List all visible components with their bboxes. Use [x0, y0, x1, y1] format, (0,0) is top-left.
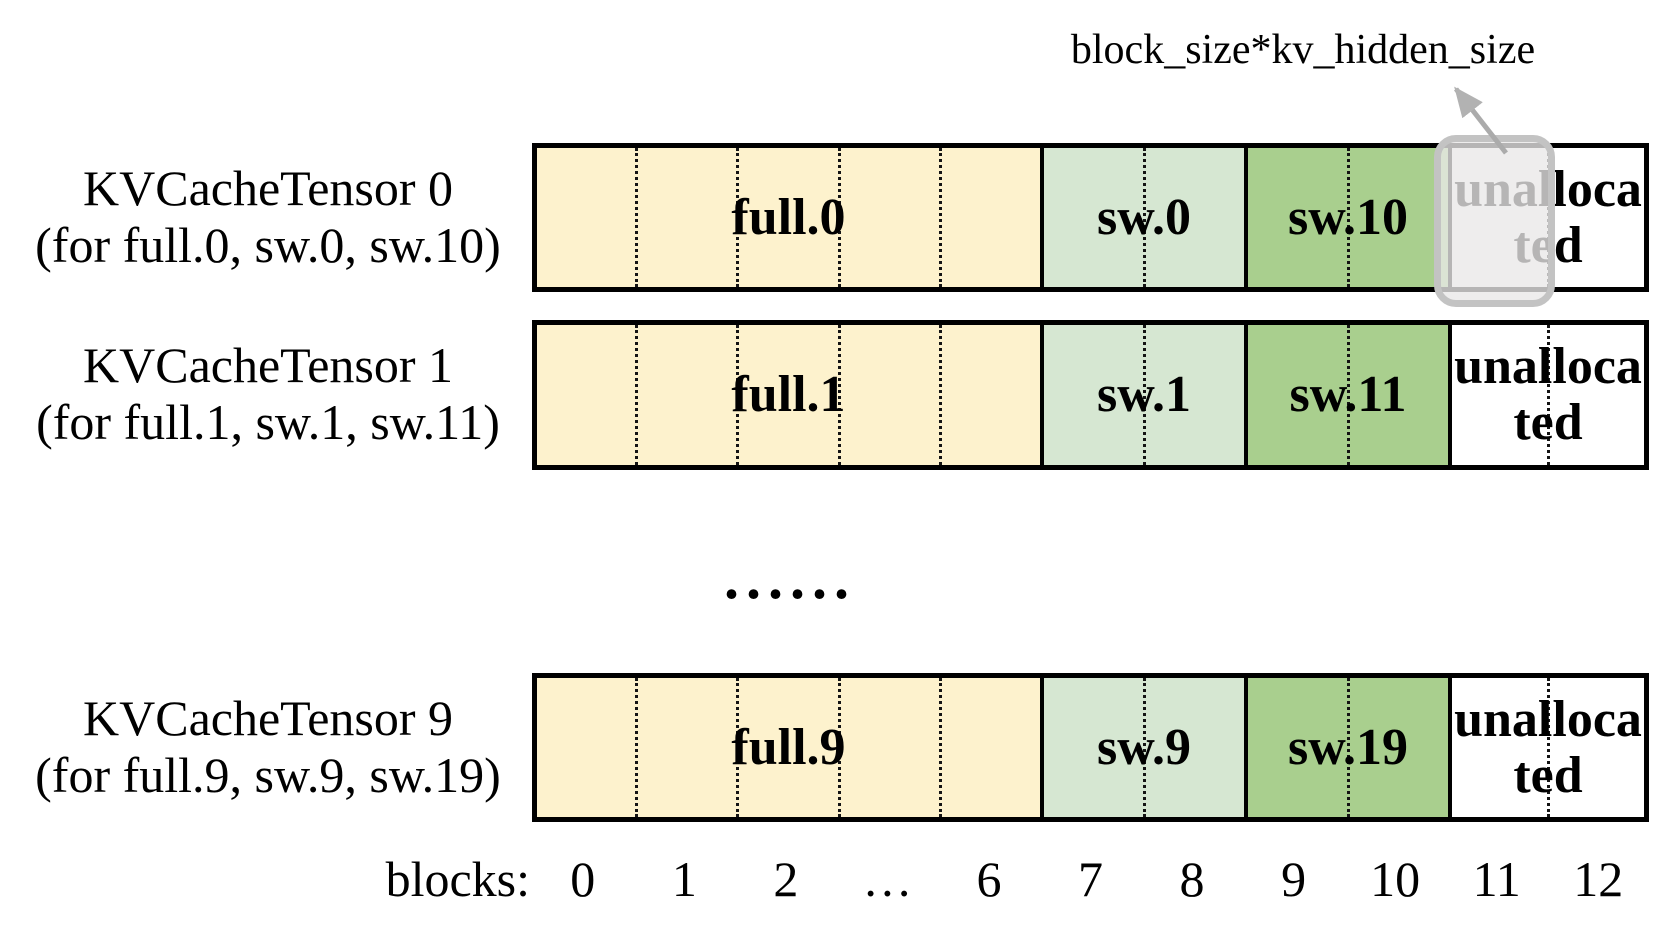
- tensor-9-name: KVCacheTensor 9: [83, 690, 453, 746]
- block-cell: [1546, 678, 1645, 817]
- row-label-tensor-0: KVCacheTensor 0 (for full.0, sw.0, sw.10…: [8, 160, 528, 274]
- block-cell: [1142, 148, 1245, 287]
- block-cell: [1044, 148, 1143, 287]
- block-cell: [736, 325, 837, 465]
- block-cell: [837, 148, 939, 287]
- block-cell: [736, 148, 837, 287]
- block-cell: [837, 325, 939, 465]
- axis-label-blocks: blocks:: [385, 851, 530, 907]
- segment-sw-0: sw.0: [1040, 148, 1244, 287]
- block-cell: [1142, 325, 1245, 465]
- block-cell: [938, 148, 1040, 287]
- axis-tick: 2: [773, 851, 799, 907]
- block-cell: [1142, 678, 1245, 817]
- block-cell: [537, 325, 635, 465]
- block-cell: [736, 678, 837, 817]
- segment-full-1: full.1: [537, 325, 1040, 465]
- block-cell: [1452, 325, 1547, 465]
- block-cell: [635, 325, 736, 465]
- axis-tick: 12: [1573, 851, 1624, 907]
- block-cell: [635, 148, 736, 287]
- block-cell: [1044, 678, 1143, 817]
- highlight-box-block-11: [1434, 135, 1555, 307]
- tensor-0-subtitle: (for full.0, sw.0, sw.10): [35, 217, 501, 273]
- segment-sw-10: sw.10: [1244, 148, 1448, 287]
- tensor-9-subtitle: (for full.9, sw.9, sw.19): [35, 747, 501, 803]
- block-axis: 0 1 2 … 6 7 8 9 10 11 12: [532, 852, 1649, 907]
- block-cell: [537, 678, 635, 817]
- block-cell: [1546, 325, 1645, 465]
- segment-sw-1: sw.1: [1040, 325, 1244, 465]
- segment-unallocated-9: unalloca ted: [1448, 678, 1644, 817]
- tensor-row-1: full.1 sw.1 sw.11 unalloca ted: [532, 320, 1649, 470]
- segment-sw-19: sw.19: [1244, 678, 1448, 817]
- rows-ellipsis: ......: [724, 545, 856, 611]
- block-cell: [837, 678, 939, 817]
- axis-tick-ellipsis: …: [862, 851, 913, 907]
- block-cell: [537, 148, 635, 287]
- row-label-tensor-9: KVCacheTensor 9 (for full.9, sw.9, sw.19…: [8, 690, 528, 804]
- segment-full-9: full.9: [537, 678, 1040, 817]
- axis-tick: 1: [671, 851, 697, 907]
- block-size-annotation: block_size*kv_hidden_size: [1070, 27, 1536, 73]
- segment-sw-9: sw.9: [1040, 678, 1244, 817]
- tensor-row-9: full.9 sw.9 sw.19 unalloca ted: [532, 673, 1649, 822]
- block-cell: [1346, 325, 1449, 465]
- segment-unallocated-1: unalloca ted: [1448, 325, 1644, 465]
- axis-tick: 7: [1078, 851, 1103, 907]
- axis-tick: 9: [1281, 851, 1307, 907]
- segment-sw-11: sw.11: [1244, 325, 1448, 465]
- segment-full-0: full.0: [537, 148, 1040, 287]
- block-cell: [1546, 148, 1645, 287]
- tensor-1-subtitle: (for full.1, sw.1, sw.11): [36, 394, 500, 450]
- axis-tick: 11: [1472, 851, 1521, 907]
- block-cell: [1248, 148, 1347, 287]
- block-cell: [1044, 325, 1143, 465]
- block-cell: [1248, 678, 1347, 817]
- axis-tick: 6: [976, 851, 1002, 907]
- tensor-1-name: KVCacheTensor 1: [83, 337, 453, 393]
- axis-tick: 8: [1179, 851, 1205, 907]
- tensor-0-name: KVCacheTensor 0: [83, 160, 453, 216]
- axis-tick: 0: [570, 851, 596, 907]
- block-cell: [1248, 325, 1347, 465]
- axis-tick: 10: [1370, 851, 1421, 907]
- block-cell: [938, 325, 1040, 465]
- block-cell: [938, 678, 1040, 817]
- block-cell: [635, 678, 736, 817]
- row-label-tensor-1: KVCacheTensor 1 (for full.1, sw.1, sw.11…: [8, 337, 528, 451]
- block-cell: [1346, 148, 1449, 287]
- block-cell: [1346, 678, 1449, 817]
- block-cell: [1452, 678, 1547, 817]
